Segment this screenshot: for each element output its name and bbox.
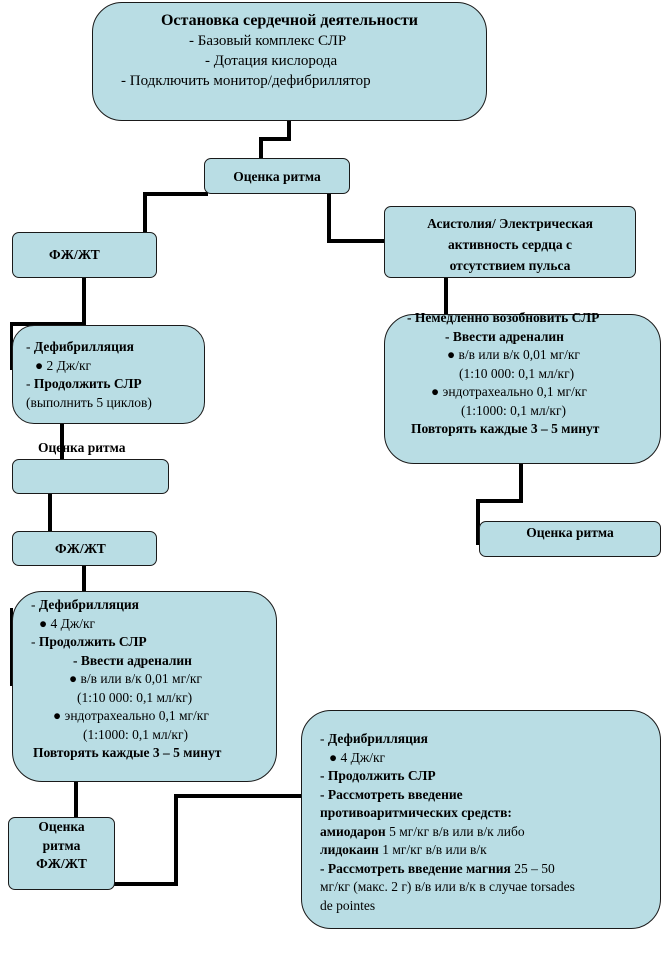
connector	[60, 424, 64, 460]
et-concentration: (1:1000: 0,1 мл/кг)	[461, 402, 566, 418]
repeat-note: Повторять каждые 3 – 5 минут	[33, 745, 222, 760]
vf-vt-box: ФЖ/ЖТ	[12, 531, 157, 566]
monitor-item: - Подключить монитор/дефибриллятор	[121, 73, 371, 89]
lidocaine-name: лидокаин	[320, 842, 379, 857]
iv-dose: ● в/в или в/к 0,01 мг/кг	[69, 671, 202, 686]
cpr-prefix: -	[26, 376, 34, 391]
give-adrenaline: - Ввести адреналин	[445, 328, 564, 344]
connector	[327, 192, 331, 242]
connector	[287, 121, 291, 140]
connector	[444, 277, 448, 317]
defib-title: Дефибрилляция	[327, 731, 428, 746]
cycles-note: (выполнить 5 циклов)	[26, 394, 152, 410]
defib-dose: ● 2 Дж/кг	[35, 357, 92, 373]
rhythm-check-label: Оценка ритма	[526, 525, 614, 540]
vf-vt-box: ФЖ/ЖТ	[12, 232, 157, 278]
connector	[327, 239, 385, 243]
defib-dose: ● 4 Дж/кг	[329, 749, 386, 765]
consider-drugs: - Рассмотреть введение	[320, 786, 463, 802]
rhythm-check-box: Оценка ритма	[479, 521, 661, 557]
asystole-line: отсутствием пульса	[449, 258, 571, 273]
defib-prefix: -	[31, 597, 39, 612]
cardiac-arrest-box: Остановка сердечной деятельности - Базов…	[92, 2, 487, 121]
connector	[48, 493, 52, 531]
torsades-note: de pointes	[320, 897, 376, 913]
iv-dose: ● в/в или в/к 0,01 мг/кг	[447, 347, 580, 362]
connector	[10, 322, 13, 370]
cpr-item: - Базовый комплекс СЛР	[189, 33, 347, 49]
rhythm-check-label: Оценка ритма	[38, 440, 126, 455]
connector	[114, 882, 178, 886]
asystole-line: Асистолия/ Электрическая	[427, 216, 593, 231]
vf-vt-label: ФЖ/ЖТ	[49, 247, 100, 262]
connector	[476, 499, 523, 503]
connector	[10, 608, 13, 686]
rhythm-check-label: Оценка ритма	[233, 169, 321, 184]
defibrillation-2j-box: - Дефибрилляция ● 2 Дж/кг - Продолжить С…	[12, 325, 205, 424]
rhythm-check-box: Оценка ритма	[204, 158, 350, 194]
connector	[519, 463, 523, 503]
et-dose: ● эндотрахеально 0,1 мг/кг	[431, 384, 587, 399]
antiarrhythmic-drugs: противоаритмических средств:	[320, 805, 512, 820]
defib-title: Дефибрилляция	[38, 597, 139, 612]
iv-concentration: (1:10 000: 0,1 мл/кг)	[77, 689, 193, 705]
defib-prefix: -	[26, 339, 34, 354]
et-concentration: (1:1000: 0,1 мл/кг)	[83, 726, 188, 742]
connector	[82, 277, 86, 325]
amiodarone-name: амиодарон	[320, 823, 386, 839]
rhythm-check-line: Оценка	[38, 819, 85, 834]
connector	[10, 322, 84, 326]
continue-cpr: Продолжить СЛР	[38, 634, 147, 649]
vf-vt-label: ФЖ/ЖТ	[55, 541, 106, 556]
asystole-box: Асистолия/ Электрическая активность серд…	[384, 206, 636, 278]
connector	[174, 794, 178, 886]
cardiac-arrest-title: Остановка сердечной деятельности	[160, 12, 419, 29]
amiodarone-dose: 5 мг/кг в/в или в/к либо	[385, 823, 525, 839]
connector	[143, 192, 208, 196]
connector	[74, 781, 78, 818]
asystole-line: активность сердца с	[447, 237, 573, 252]
connector	[259, 137, 291, 141]
repeat-note: Повторять каждые 3 – 5 минут	[411, 421, 600, 436]
connector	[259, 137, 263, 158]
give-adrenaline: - Ввести адреналин	[73, 652, 192, 668]
cpr-prefix: -	[31, 634, 39, 649]
defib-title: Дефибрилляция	[33, 339, 134, 354]
rhythm-check-line: ФЖ/ЖТ	[36, 856, 87, 871]
continue-cpr: - Продолжить СЛР	[320, 768, 436, 783]
antiarrhythmic-box: - Дефибрилляция ● 4 Дж/кг - Продолжить С…	[301, 710, 661, 929]
resume-cpr: - Немедленно возобновить СЛР	[407, 310, 600, 325]
connector	[143, 192, 147, 232]
rhythm-check-box	[12, 459, 169, 494]
defib-dose: ● 4 Дж/кг	[39, 615, 96, 631]
adrenaline-box: - Немедленно возобновить СЛР - Ввести ад…	[384, 310, 661, 464]
lidocaine-dose: 1 мг/кг в/в или в/к	[378, 842, 487, 857]
oxygen-item: - Дотация кислорода	[205, 53, 338, 69]
defibrillation-4j-box: - Дефибрилляция ● 4 Дж/кг - Продолжить С…	[12, 591, 277, 782]
magnesium-dose-detail: мг/кг (макс. 2 г) в/в или в/к в случае t…	[320, 879, 575, 894]
et-dose: ● эндотрахеально 0,1 мг/кг	[53, 708, 209, 723]
magnesium-dose: 25 – 50	[510, 860, 555, 876]
rhythm-check-vf-vt-box: Оценка ритма ФЖ/ЖТ	[8, 817, 115, 890]
rhythm-check-line: ритма	[42, 837, 81, 853]
connector	[476, 499, 480, 545]
continue-cpr: Продолжить СЛР	[33, 376, 142, 391]
iv-concentration: (1:10 000: 0,1 мл/кг)	[459, 365, 575, 381]
connector	[82, 565, 86, 591]
defib-prefix: -	[320, 731, 328, 746]
connector	[174, 794, 302, 798]
magnesium-title: - Рассмотреть введение магния	[320, 860, 511, 876]
